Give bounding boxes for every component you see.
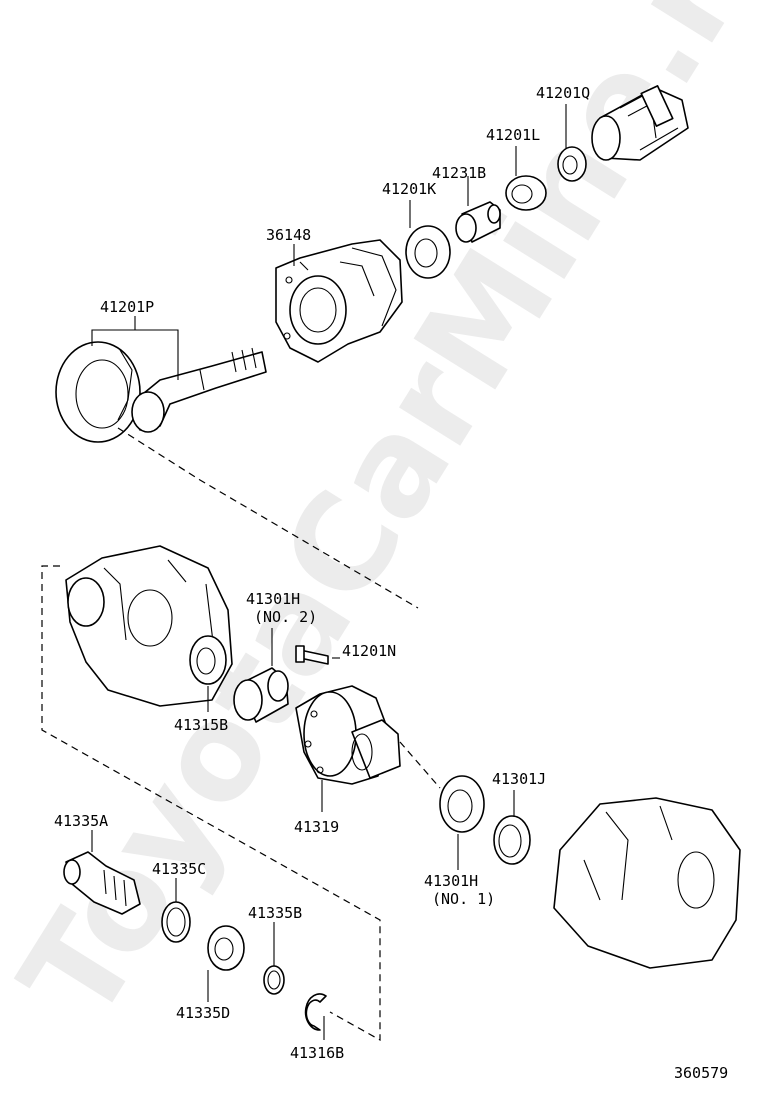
label-41335C: 41335C [152, 860, 206, 878]
bearing-spacer-part [455, 201, 501, 243]
bolt-part [295, 645, 329, 665]
label-41301H-no2-note: (NO. 2) [254, 608, 317, 626]
label-41301H-no2: 41301H [246, 590, 300, 608]
label-41301H-no1-note: (NO. 1) [432, 890, 495, 908]
lock-nut-part [557, 146, 587, 182]
side-bearing-no1-part [439, 775, 485, 833]
label-41319: 41319 [294, 818, 339, 836]
label-41201N: 41201N [342, 642, 396, 660]
tapered-bearing-inner-part [405, 225, 451, 279]
label-41301H-no1: 41301H [424, 872, 478, 890]
speedometer-drive-gear-part [63, 851, 141, 915]
oil-seal-part [189, 635, 227, 685]
label-41335B: 41335B [248, 904, 302, 922]
ball-bearing-part [207, 925, 245, 971]
label-41231B: 41231B [432, 164, 486, 182]
transfer-case-cover-part [275, 239, 403, 363]
label-41201K: 41201K [382, 180, 436, 198]
side-bearing-no2-part [233, 667, 289, 723]
label-41335A: 41335A [54, 812, 108, 830]
label-41315B: 41315B [174, 716, 228, 734]
thrust-washer-part [493, 815, 531, 865]
ring-pinion-gear-set-part [55, 341, 267, 443]
companion-flange-part [591, 85, 689, 161]
retaining-clip-part [304, 993, 327, 1031]
label-41316B: 41316B [290, 1044, 344, 1062]
tapered-bearing-outer-part [505, 175, 547, 211]
label-36148: 36148 [266, 226, 311, 244]
snap-ring-c-part [161, 901, 191, 943]
diagram-number: 360579 [674, 1064, 728, 1082]
label-41335D: 41335D [176, 1004, 230, 1022]
differential-carrier-part [295, 685, 401, 785]
snap-ring-b-part [263, 965, 285, 995]
label-41201P: 41201P [100, 298, 154, 316]
label-41201L: 41201L [486, 126, 540, 144]
label-41301J: 41301J [492, 770, 546, 788]
label-41201Q: 41201Q [536, 84, 590, 102]
transaxle-housing-part [553, 797, 741, 969]
